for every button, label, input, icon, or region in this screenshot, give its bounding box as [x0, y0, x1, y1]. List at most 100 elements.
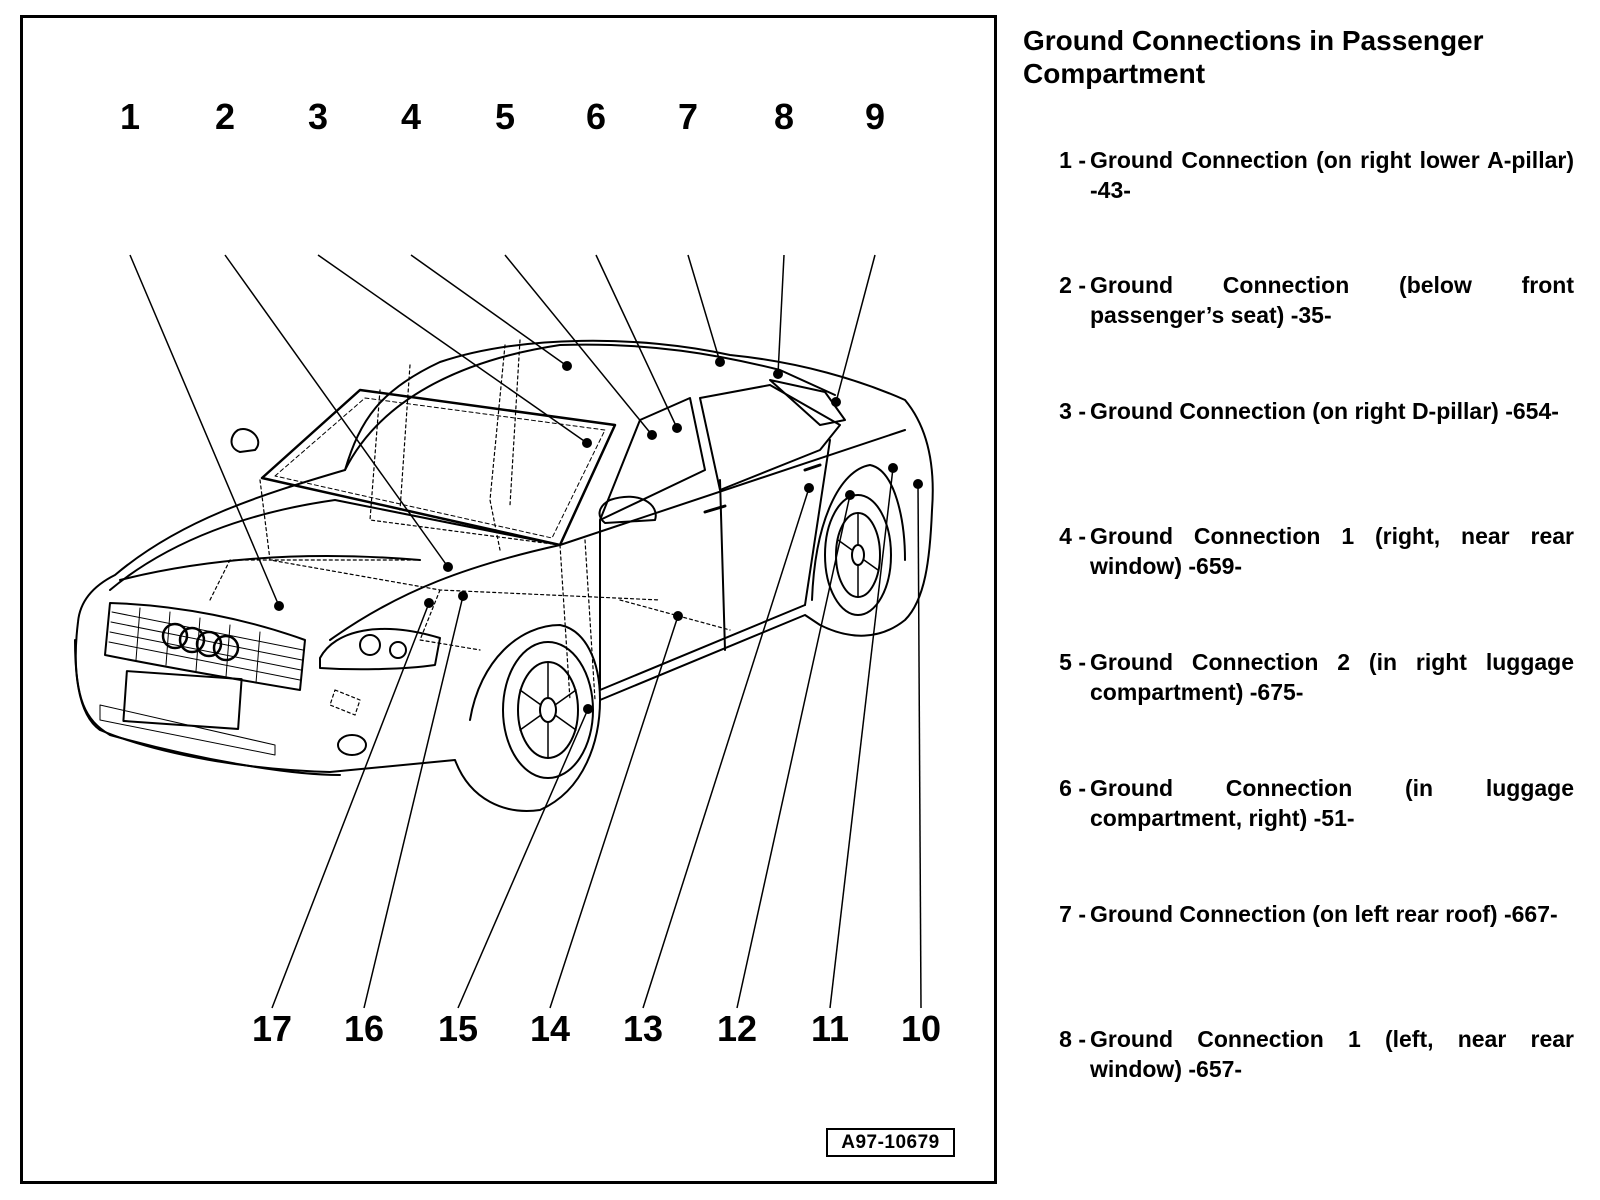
leader-line-5 [504, 254, 653, 436]
callout-7: 7 [677, 96, 699, 137]
rear-window [769, 379, 846, 426]
callout-10: 10 [900, 1008, 942, 1049]
callout-9: 9 [864, 96, 886, 137]
leader-line-4 [410, 254, 568, 367]
legend-title: Ground Connections in Passenger Compartm… [1023, 25, 1484, 89]
ground-point-2 [443, 562, 453, 572]
rear-wheel-spokes [837, 512, 879, 598]
leader-line-16 [363, 595, 464, 1009]
callout-14: 14 [529, 1008, 571, 1049]
legend-item-text: Ground Connection 1 (right, near rear wi… [1090, 523, 1574, 579]
callout-16: 16 [343, 1008, 385, 1049]
leader-line-13 [642, 487, 810, 1009]
front-wheel-arch [469, 624, 601, 721]
callout-6: 6 [585, 96, 607, 137]
legend-item-number: 6 - [1059, 775, 1086, 801]
leader-line-1 [129, 254, 280, 607]
leader-line-7 [687, 254, 721, 363]
legend-item-number: 2 - [1059, 272, 1086, 298]
roof-line [344, 343, 836, 471]
front-bumper [74, 639, 341, 776]
belt-line [559, 429, 906, 546]
callout-5: 5 [494, 96, 516, 137]
rocker-panel [599, 604, 806, 691]
legend-item-text: Ground Connection (on left rear roof) -6… [1090, 901, 1558, 927]
windshield [260, 388, 617, 547]
right-mirror [598, 495, 657, 524]
legend-item-text: Ground Connection (in luggage compartmen… [1090, 775, 1574, 831]
ground-point-16 [458, 591, 468, 601]
ground-point-11 [888, 463, 898, 473]
ground-point-8 [773, 369, 783, 379]
car-diagram [74, 254, 934, 1009]
ground-point-10 [913, 479, 923, 489]
front-wheel-spokes [519, 661, 577, 759]
door-cut-rear [804, 439, 831, 606]
hood-crease [119, 555, 421, 581]
legend-item-number: 1 - [1059, 147, 1086, 173]
ground-point-5 [647, 430, 657, 440]
hood [109, 499, 561, 641]
callout-8: 8 [773, 96, 795, 137]
callout-15: 15 [437, 1008, 479, 1049]
leader-line-15 [457, 708, 589, 1009]
callout-1: 1 [119, 96, 141, 137]
leader-line-11 [829, 467, 894, 1009]
leader-line-2 [224, 254, 449, 568]
legend-item-number: 7 - [1059, 901, 1086, 927]
callout-17: 17 [251, 1008, 293, 1049]
leader-line-17 [271, 602, 430, 1009]
legend-item-text: Ground Connection (below front passenger… [1090, 272, 1574, 328]
leader-lines [129, 254, 922, 1009]
leader-line-12 [736, 494, 851, 1009]
callout-4: 4 [400, 96, 422, 137]
left-mirror [230, 428, 260, 453]
legend-item-number: 4 - [1059, 523, 1086, 549]
leader-line-9 [835, 254, 876, 403]
lower-intake [99, 704, 276, 756]
inner-structure [209, 339, 731, 716]
legend-item-number: 5 - [1059, 649, 1086, 675]
legend-item-text: Ground Connection 1 (left, near rear win… [1090, 1026, 1574, 1082]
figure-id: A97-10679 [826, 1128, 955, 1157]
ground-point-13 [804, 483, 814, 493]
ground-point-4 [562, 361, 572, 371]
headlight-lens-2 [389, 641, 407, 659]
car-illustration [74, 339, 934, 812]
ground-point-3 [582, 438, 592, 448]
ground-point-6 [672, 423, 682, 433]
ground-point-17 [424, 598, 434, 608]
callout-12: 12 [716, 1008, 758, 1049]
front-wheel [502, 641, 594, 779]
front-door-handle [703, 504, 727, 514]
fog-light [337, 734, 367, 756]
callout-3: 3 [307, 96, 329, 137]
legend-item-number: 8 - [1059, 1026, 1086, 1052]
rear-wheel [824, 494, 892, 616]
leader-line-10 [917, 483, 922, 1009]
side-window-front [599, 397, 706, 521]
ground-point-14 [673, 611, 683, 621]
leader-line-8 [777, 254, 785, 375]
ground-point-15 [583, 704, 593, 714]
figure-frame [20, 15, 997, 1184]
windshield-inner [274, 397, 606, 539]
legend-item-text: Ground Connection 2 (in right luggage co… [1090, 649, 1574, 705]
ground-point-9 [831, 397, 841, 407]
legend-item-text: Ground Connection (on right lower A-pill… [1090, 147, 1574, 203]
callout-13: 13 [622, 1008, 664, 1049]
license-plate [122, 670, 243, 730]
leader-line-6 [595, 254, 678, 429]
rear-door-handle [803, 463, 822, 472]
leader-line-14 [549, 615, 679, 1009]
front-wheel-hub [539, 697, 557, 723]
grille [104, 602, 306, 691]
rear-wheel-arch [811, 464, 906, 601]
headlight-lens [359, 634, 381, 656]
ground-point-1 [274, 601, 284, 611]
badge-rings [161, 622, 240, 662]
side-window-rear [699, 384, 841, 491]
leader-line-3 [317, 254, 588, 444]
ground-point-12 [845, 490, 855, 500]
headlight [319, 627, 441, 671]
